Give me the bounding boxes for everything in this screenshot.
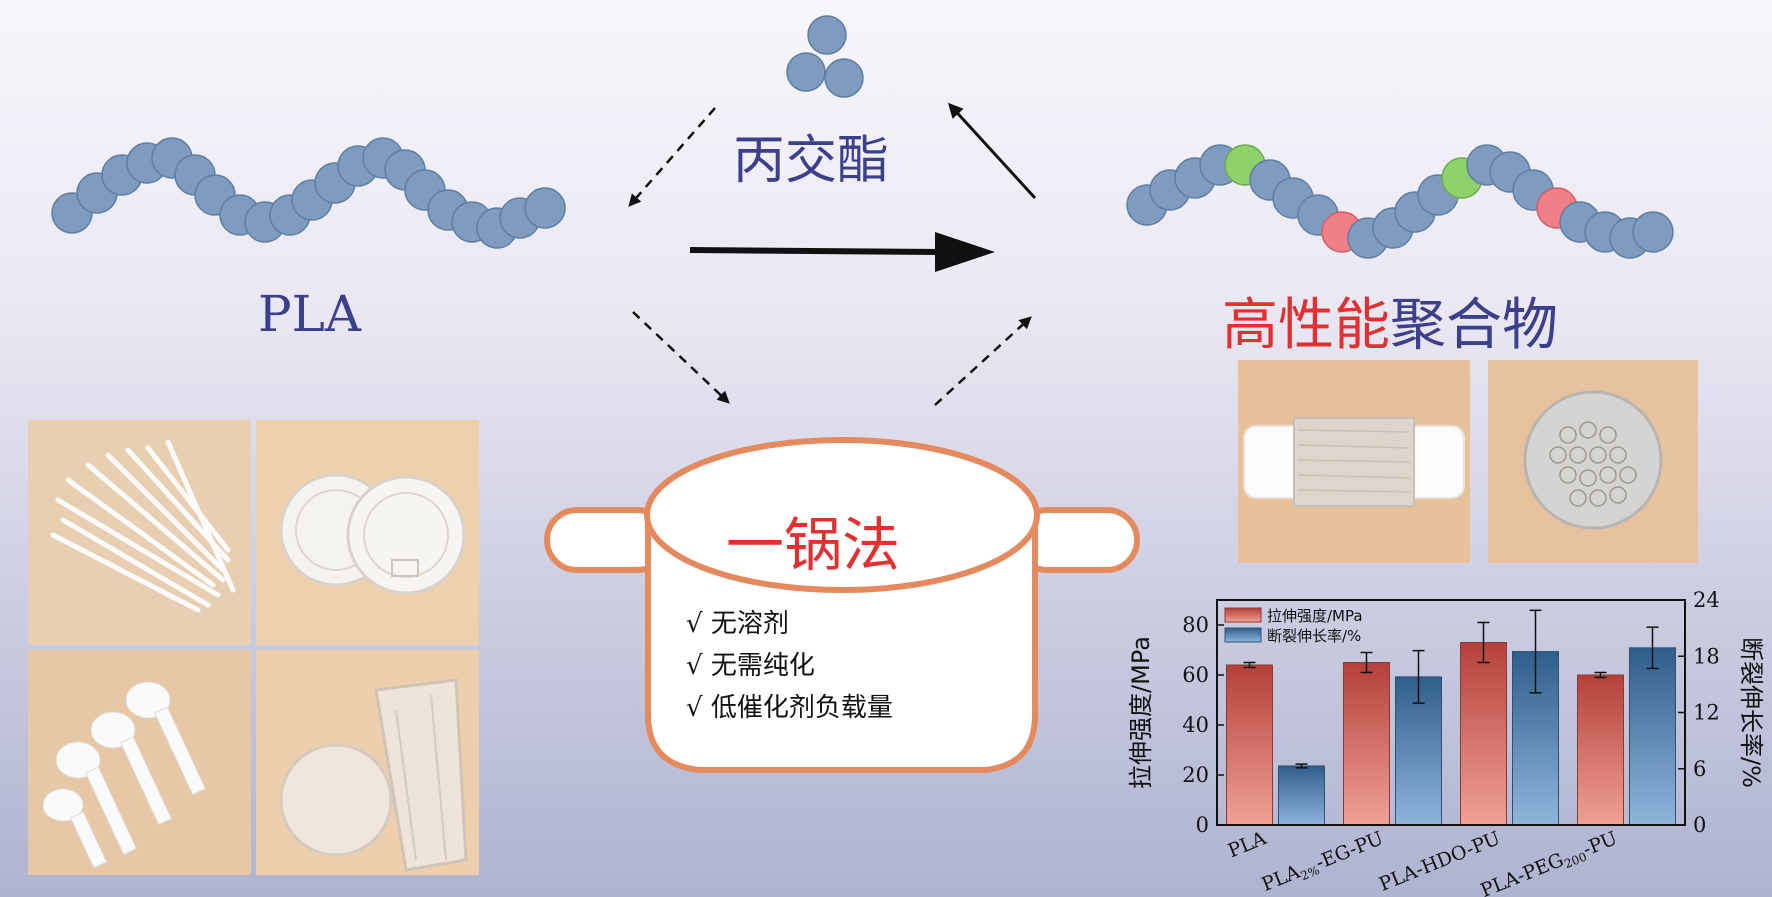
bar-elongation	[1629, 647, 1676, 826]
pla-chain	[51, 137, 566, 249]
product-label-rest: 聚合物	[1390, 293, 1558, 358]
depolymerization-arrow	[947, 102, 1037, 200]
checklist-item: √ 无溶剂	[686, 603, 893, 645]
photo-fiber-spool	[1238, 360, 1470, 563]
check-icon: √	[686, 651, 703, 681]
checklist-text: 无需纯化	[710, 651, 815, 681]
pot-illustration	[544, 437, 1140, 773]
photo-forks	[28, 650, 251, 875]
x-tick-label: PLA	[1225, 827, 1270, 862]
legend-swatch-elongation	[1224, 627, 1262, 643]
photo-straws	[28, 420, 251, 645]
bar-tensile-strength	[1460, 642, 1507, 826]
checklist-text: 无溶剂	[710, 609, 789, 639]
y-axis-label-right: 断裂伸长率/%	[1737, 637, 1765, 788]
x-tick-label: PLA2%-EG-PU	[1259, 827, 1387, 897]
check-icon: √	[686, 609, 703, 639]
lactide-label: 丙交酯	[733, 131, 890, 191]
y-tick-label-right: 12	[1693, 701, 1720, 725]
straws-icon	[50, 439, 236, 613]
y-tick-label-left: 80	[1182, 613, 1209, 637]
fiber-spool-icon	[1243, 417, 1465, 507]
pot-label: 一锅法	[726, 511, 901, 579]
mechanical-properties-chart: PLAPLA2%-EG-PUPLA-HDO-PUPLA-PEG200-PU020…	[1127, 588, 1765, 897]
photo-cups	[256, 650, 479, 875]
y-tick-label-right: 6	[1693, 757, 1706, 781]
product-bead	[1632, 211, 1674, 253]
pla-label: PLA	[258, 285, 361, 343]
bar-tensile-strength	[1226, 664, 1273, 826]
chart-legend: 拉伸强度/MPa 断裂伸长率/%	[1224, 607, 1363, 645]
y-tick-label-left: 20	[1182, 763, 1209, 787]
photo-lids	[256, 420, 479, 645]
product-chain	[1126, 144, 1674, 259]
lids-icon	[279, 473, 466, 595]
main-arrow	[689, 232, 995, 272]
y-tick-label-right: 18	[1693, 644, 1720, 668]
y-tick-label-right: 0	[1693, 813, 1706, 837]
checklist-item: √ 低催化剂负载量	[686, 687, 893, 729]
product-label: 高性能聚合物	[1222, 280, 1558, 361]
photo-foam	[1488, 360, 1698, 563]
y-axis-label-left: 拉伸强度/MPa	[1127, 636, 1155, 789]
foam-icon	[1523, 390, 1663, 530]
lactide-molecule	[786, 15, 864, 98]
legend-label-elongation: 断裂伸长率/%	[1267, 627, 1361, 645]
bar-tensile-strength	[1343, 662, 1390, 826]
forks-icon	[42, 681, 207, 869]
pla-bead	[524, 187, 566, 229]
legend-label-tensile: 拉伸强度/MPa	[1267, 607, 1363, 625]
bar-tensile-strength	[1577, 674, 1624, 826]
feature-checklist: √ 无溶剂 √ 无需纯化 √ 低催化剂负载量	[686, 603, 893, 729]
y-tick-label-left: 60	[1182, 663, 1209, 687]
checklist-text: 低催化剂负载量	[710, 693, 893, 723]
cups-icon	[279, 678, 468, 872]
y-tick-label-right: 24	[1693, 588, 1720, 612]
dashed-arrow-lower-left	[632, 311, 730, 404]
legend-swatch-tensile	[1224, 607, 1262, 623]
dashed-arrow-lower-right	[934, 316, 1032, 406]
check-icon: √	[686, 693, 703, 723]
bar-elongation	[1278, 765, 1325, 826]
y-tick-label-left: 0	[1196, 813, 1209, 837]
y-tick-label-left: 40	[1182, 713, 1209, 737]
dashed-arrow-upper-left	[628, 107, 716, 207]
product-label-highlight: 高性能	[1222, 293, 1390, 358]
checklist-item: √ 无需纯化	[686, 645, 893, 687]
